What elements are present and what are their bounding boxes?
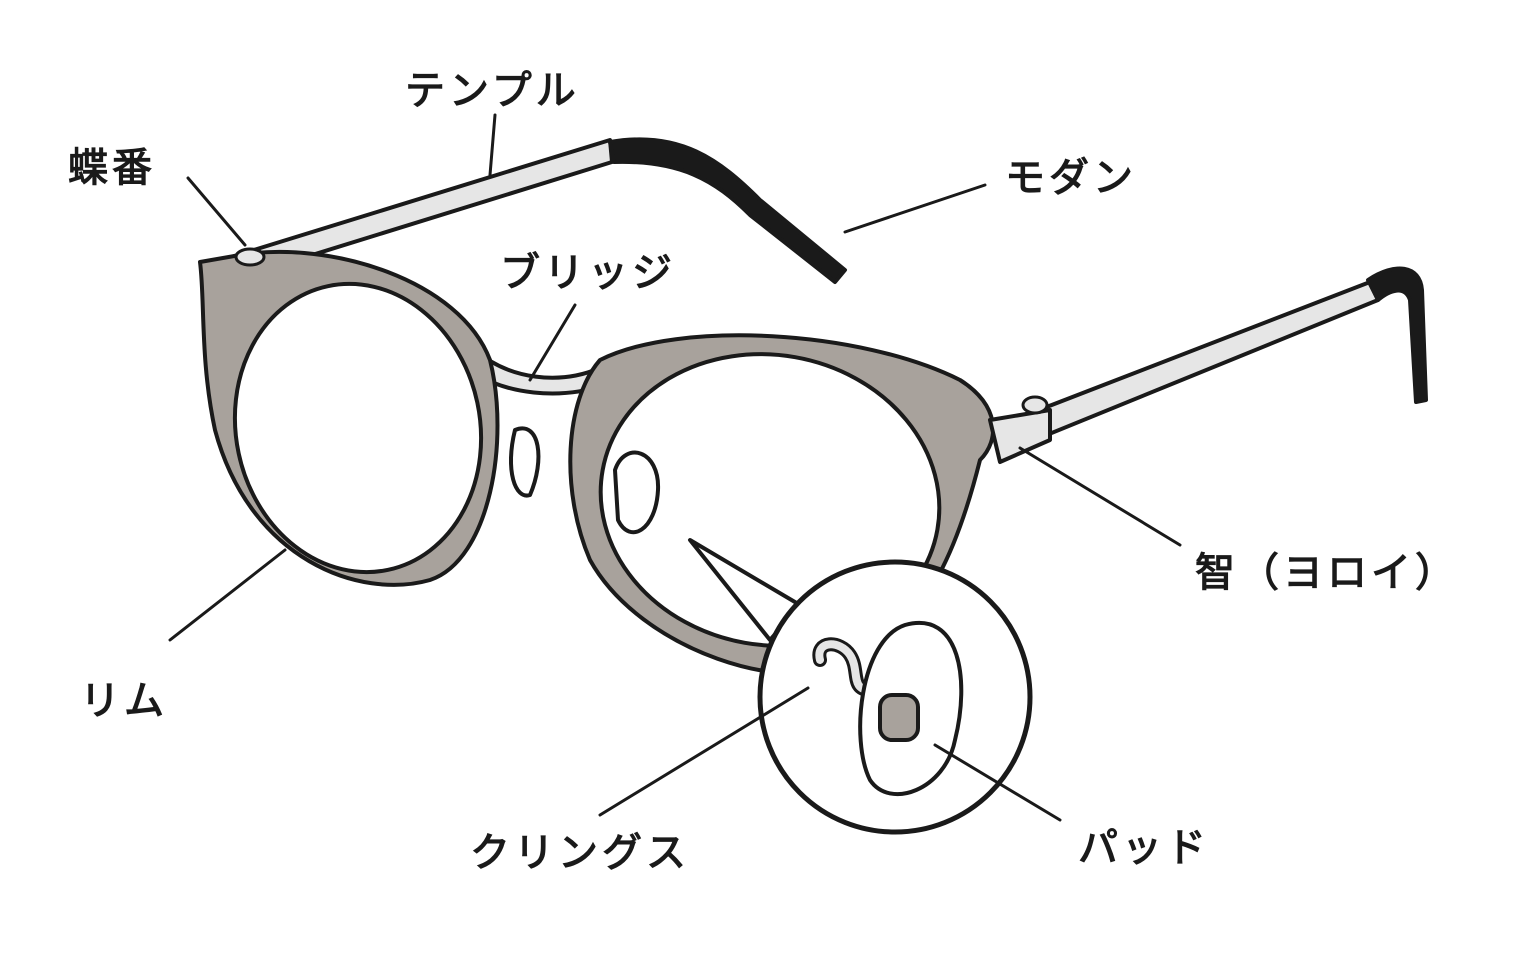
- label-hinge: 蝶番: [68, 145, 156, 191]
- leader-lines: [168, 113, 1182, 822]
- label-clings: クリングス: [470, 830, 690, 876]
- right-temple: [998, 266, 1428, 454]
- left-nose-pad: [508, 426, 541, 498]
- left-rim: [198, 247, 500, 587]
- right-nose-pad: [613, 450, 661, 535]
- label-temple: テンプル: [405, 68, 580, 114]
- pad-callout: [688, 538, 1033, 835]
- label-rim: リム: [80, 678, 168, 724]
- label-endpiece: 智（ヨロイ）: [1195, 550, 1459, 596]
- label-bridge: ブリッジ: [500, 250, 676, 296]
- label-modern: モダン: [1005, 155, 1137, 201]
- label-pad: パッド: [1078, 825, 1210, 871]
